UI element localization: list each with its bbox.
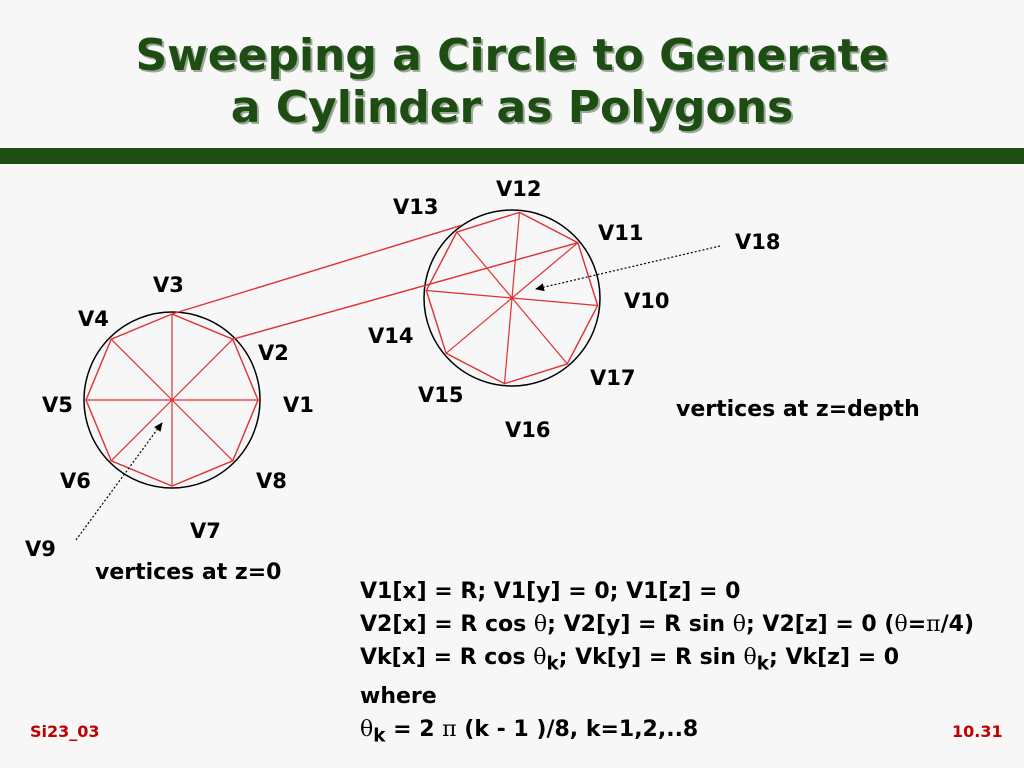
- formula-vk-y: ; Vk[y] = R sin: [558, 645, 744, 670]
- pointer-v18-arrow: [535, 245, 721, 292]
- subscript-k: k: [546, 653, 559, 675]
- theta-symbol: θ: [743, 645, 757, 670]
- vertex-label-front-1: V1: [283, 393, 314, 417]
- theta-symbol: θ: [732, 612, 746, 637]
- back-spoke-7: [503, 297, 513, 384]
- formula-v2-y: ; V2[y] = R sin: [547, 612, 733, 637]
- formula-line-5: θk = 2 π (k - 1 )/8, k=1,2,..8: [360, 713, 974, 752]
- title-divider-bar: [0, 148, 1024, 164]
- back-spoke-2: [511, 242, 579, 299]
- front-spoke-2: [171, 338, 234, 401]
- formula-vk-x: Vk[x] = R cos: [360, 645, 534, 670]
- vertex-label-back-5: V14: [368, 324, 413, 348]
- vertex-label-center-front: V9: [25, 537, 56, 561]
- front-circle-outline: [83, 311, 261, 489]
- back-spoke-5: [426, 289, 513, 299]
- vertex-label-back-8: V17: [590, 366, 635, 390]
- formula-v2-angle: /4): [940, 612, 975, 637]
- formula-line-2: V2[x] = R cos θ; V2[y] = R sin θ; V2[z] …: [360, 608, 974, 641]
- vertex-label-front-2: V2: [258, 341, 289, 365]
- vertex-label-front-6: V6: [60, 469, 91, 493]
- back-spoke-4: [456, 231, 513, 299]
- formula-thetak-def: (k - 1 )/8, k=1,2,..8: [456, 717, 699, 743]
- formula-v2-x: V2[x] = R cos: [360, 612, 534, 637]
- vertex-formulas: V1[x] = R; V1[y] = 0; V1[z] = 0 V2[x] = …: [360, 575, 974, 753]
- vertex-label-back-1: V10: [624, 289, 669, 313]
- theta-symbol: θ: [533, 645, 547, 670]
- formula-line-1: V1[x] = R; V1[y] = 0; V1[z] = 0: [360, 575, 974, 608]
- back-circle-group: [423, 209, 601, 387]
- front-circle-group: [83, 311, 261, 489]
- note-front-vertices: vertices at z=0: [95, 560, 282, 585]
- vertex-label-back-3: V12: [496, 177, 541, 201]
- vertex-label-back-4: V13: [393, 195, 438, 219]
- connector-v3-v13: [171, 224, 462, 315]
- vertex-label-front-4: V4: [78, 307, 109, 331]
- front-spoke-6: [110, 399, 173, 462]
- vertex-label-front-7: V7: [190, 519, 221, 543]
- center-pointers: [75, 245, 721, 541]
- formula-v1: V1[x] = R; V1[y] = 0; V1[z] = 0: [360, 579, 741, 604]
- title-line-2: a Cylinder as Polygons: [230, 82, 794, 133]
- back-spoke-3: [511, 212, 521, 299]
- connector-v2-v11: [232, 242, 579, 340]
- subscript-k: k: [756, 653, 769, 675]
- back-spoke-8: [511, 297, 568, 365]
- formula-v2-z: ; V2[z] = 0 (: [745, 612, 895, 637]
- formula-vk-z: ; Vk[z] = 0: [769, 645, 900, 670]
- pi-symbol: π: [442, 717, 457, 743]
- formula-line-3: Vk[x] = R cos θk; Vk[y] = R sin θk; Vk[z…: [360, 641, 974, 680]
- connector-lines: [171, 224, 579, 340]
- vertex-label-back-6: V15: [418, 383, 463, 407]
- front-spoke-4: [110, 338, 173, 401]
- vertex-label-center-back: V18: [735, 230, 780, 254]
- note-back-vertices: vertices at z=depth: [676, 397, 920, 422]
- vertex-label-back-7: V16: [505, 418, 550, 442]
- back-circle-outline: [423, 209, 601, 387]
- formula-line-4: where: [360, 680, 974, 713]
- formula-where: where: [360, 684, 437, 710]
- title-line-1: Sweeping a Circle to Generate: [135, 30, 889, 81]
- vertex-label-front-3: V3: [153, 273, 184, 297]
- pointer-v9-arrow: [75, 422, 163, 541]
- front-spoke-8: [171, 399, 234, 462]
- formula-equals: =: [907, 612, 927, 637]
- footer-page-number: 10.31: [952, 722, 1003, 741]
- vertex-label-back-2: V11: [598, 221, 643, 245]
- vertex-label-front-5: V5: [42, 393, 73, 417]
- subscript-k: k: [373, 725, 386, 747]
- theta-symbol: θ: [533, 612, 548, 637]
- formula-thetak-eq: = 2: [385, 717, 443, 743]
- slide-title: Sweeping a Circle to Generate a Cylinder…: [0, 30, 1024, 134]
- theta-symbol: θ: [360, 717, 374, 743]
- footer-left-code: Si23_03: [30, 722, 100, 741]
- theta-symbol: θ: [894, 612, 908, 637]
- back-spoke-6: [445, 297, 513, 354]
- pi-symbol: π: [926, 612, 941, 637]
- vertex-label-front-8: V8: [256, 469, 287, 493]
- back-spoke-1: [511, 297, 598, 307]
